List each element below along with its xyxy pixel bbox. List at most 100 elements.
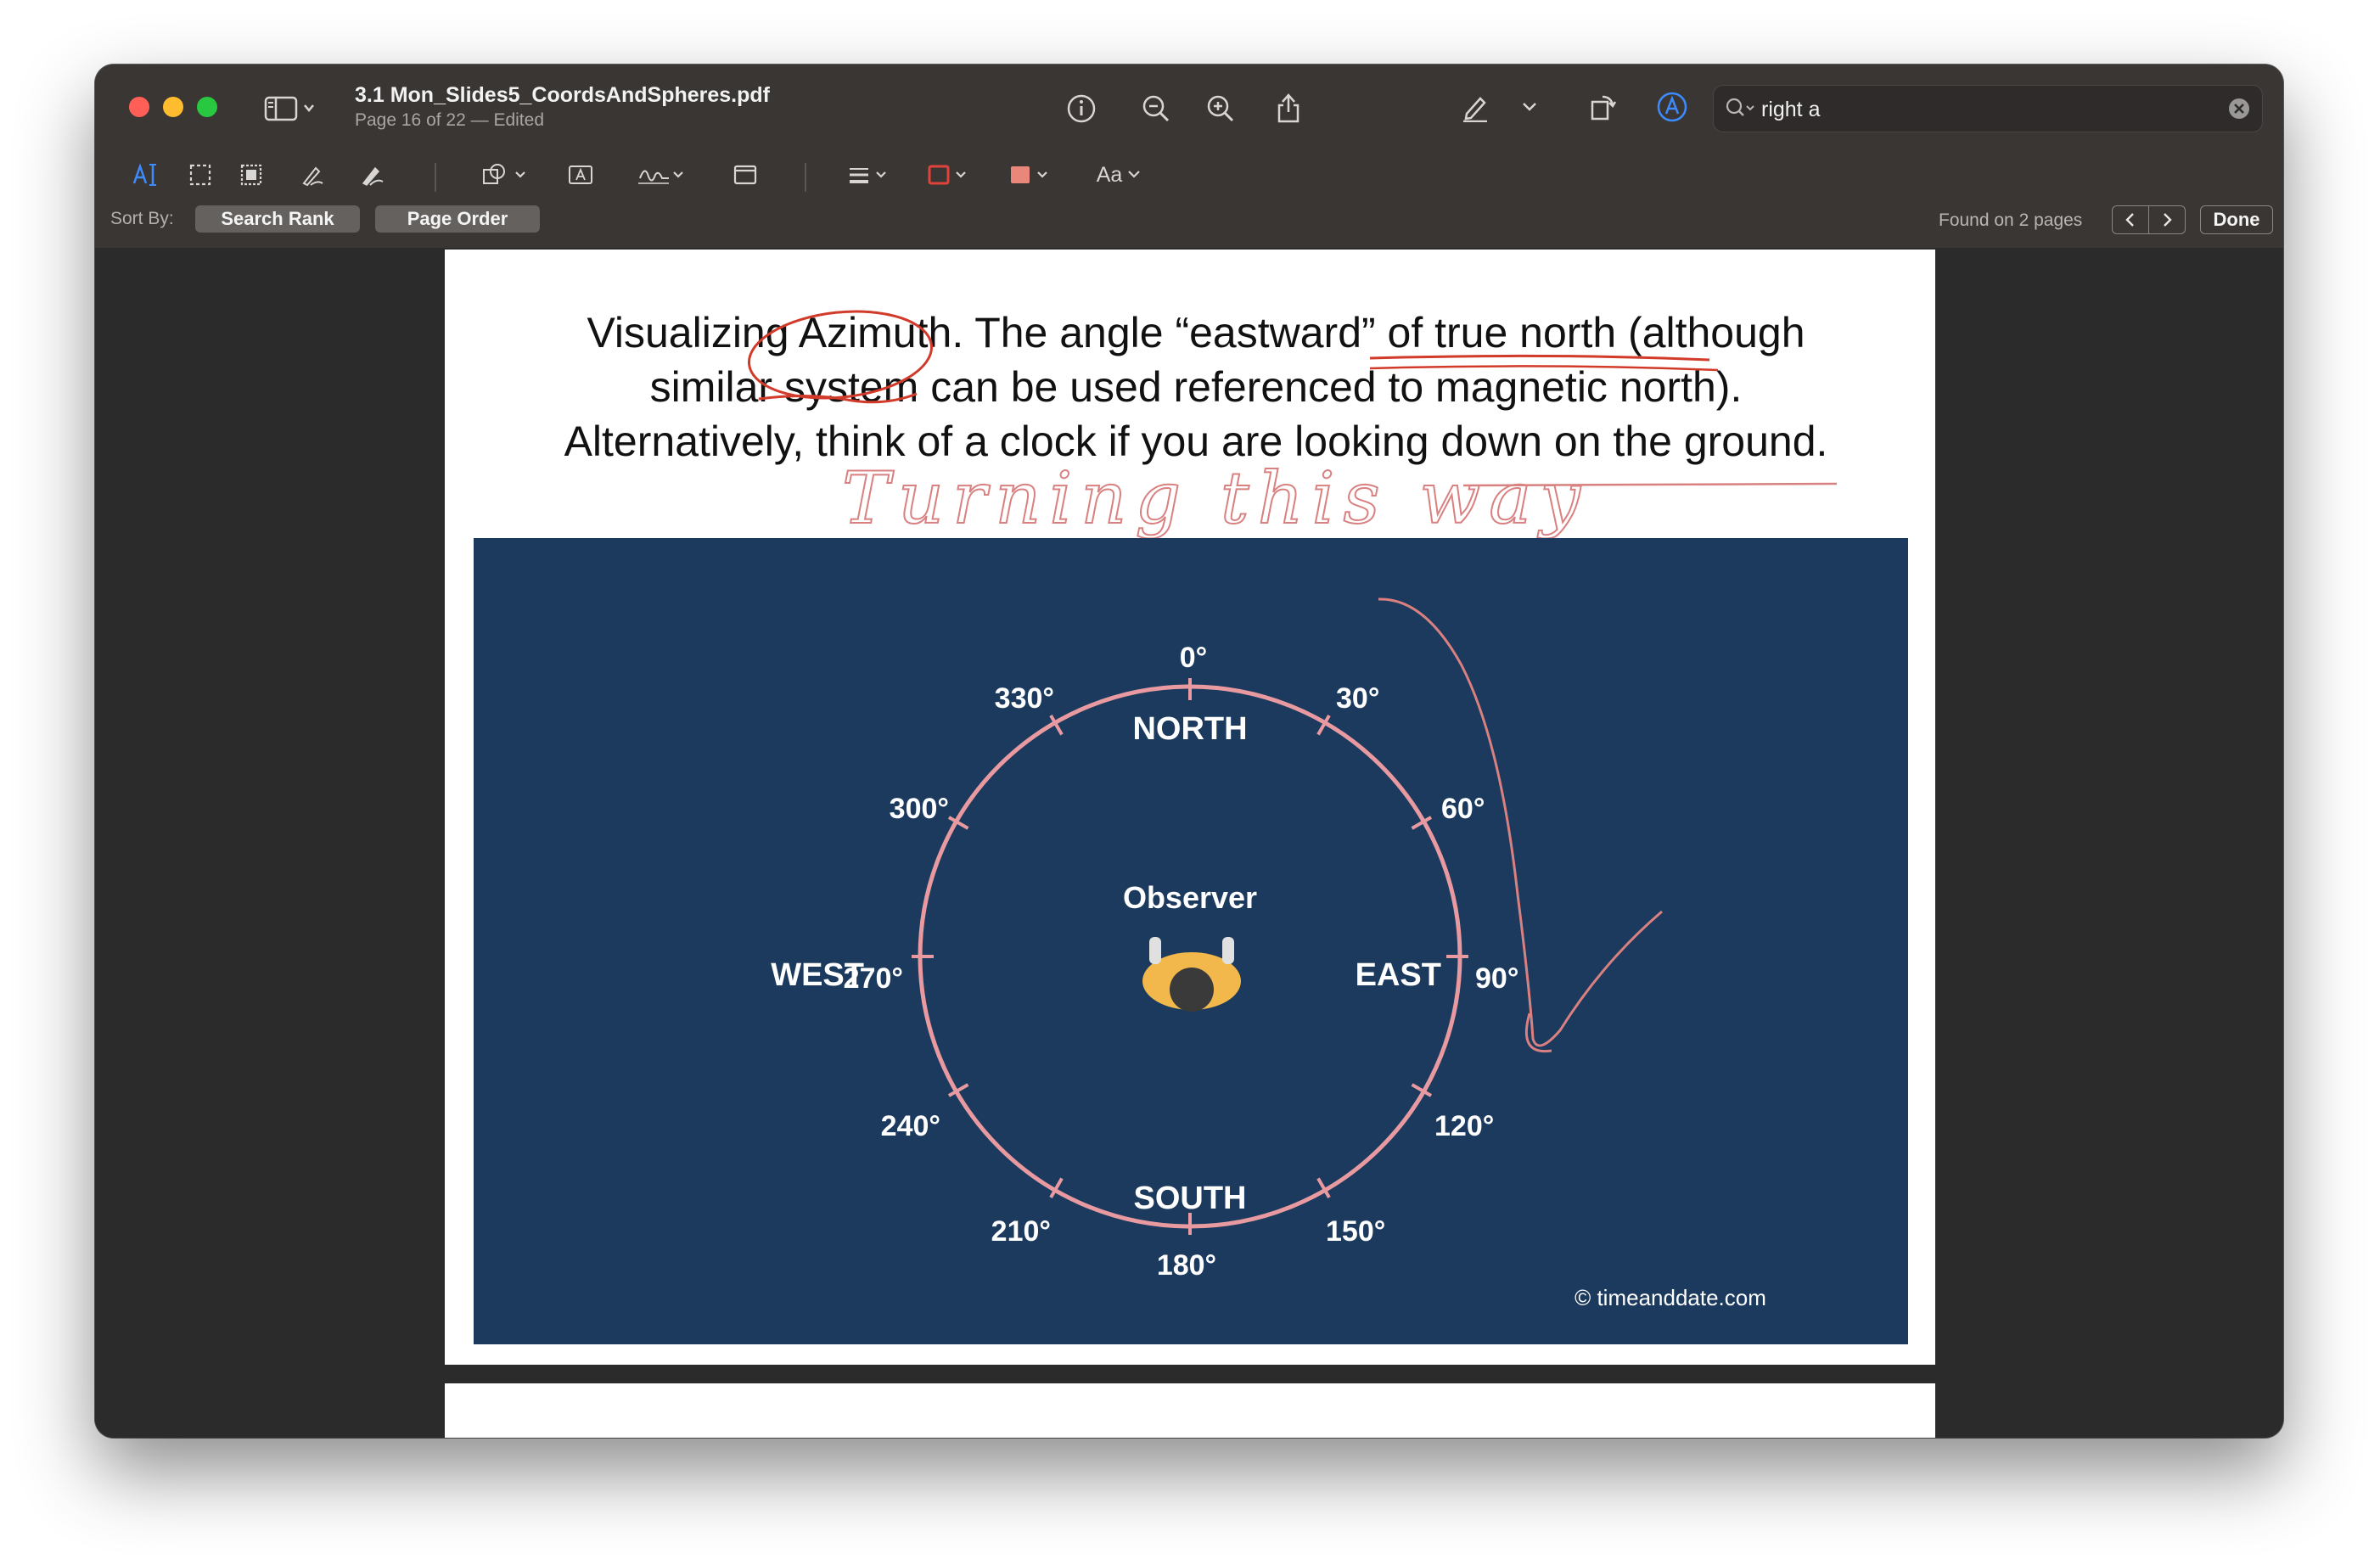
- minimize-window-button[interactable]: [163, 97, 183, 117]
- degree-tick: [1411, 1083, 1433, 1097]
- line-style-icon: [850, 168, 886, 183]
- highlight-button[interactable]: [1458, 90, 1492, 124]
- degree-tick: [1049, 1177, 1064, 1199]
- circle-annotation: [747, 310, 934, 400]
- heading-line-1: Visualizing Azimuth. The angle “eastward…: [479, 306, 1913, 360]
- document-subtitle: Page 16 of 22 — Edited: [355, 110, 544, 130]
- north-label: NORTH: [1132, 711, 1247, 747]
- east-label: EAST: [1356, 957, 1441, 993]
- chevron-right-icon: [2164, 213, 2172, 227]
- text-style-label: Aa: [1096, 162, 1123, 187]
- chevron-down-icon: [1523, 103, 1536, 111]
- zoom-in-icon: [1207, 95, 1234, 122]
- sketch-tool[interactable]: [295, 158, 329, 192]
- degree-label: 150°: [1326, 1215, 1385, 1248]
- degree-label: 90°: [1475, 962, 1518, 995]
- document-view[interactable]: Visualizing Azimuth. The angle “eastward…: [95, 248, 2283, 1438]
- draw-icon: [362, 166, 384, 186]
- heading-text: . The angle “eastward” of true north (al…: [951, 309, 1805, 356]
- info-button[interactable]: [1064, 92, 1098, 126]
- hand-drawn-arrow: [1378, 597, 1663, 1047]
- done-button[interactable]: Done: [2200, 205, 2273, 234]
- degree-ticks: [912, 678, 1468, 1235]
- toolbar-divider: [805, 163, 806, 192]
- text-box-icon: [569, 165, 592, 184]
- highlight-pen-icon: [1463, 97, 1487, 122]
- page-layout-tool[interactable]: [728, 158, 762, 192]
- image-credit: © timeanddate.com: [1575, 1285, 1766, 1310]
- found-pages-count: Found on 2 pages: [1939, 210, 2083, 230]
- share-button[interactable]: [1271, 88, 1305, 126]
- search-field[interactable]: right a: [1713, 85, 2263, 132]
- border-color-button[interactable]: [925, 158, 976, 192]
- sort-search-rank-button[interactable]: Search Rank: [195, 205, 360, 233]
- south-label: SOUTH: [1134, 1181, 1247, 1216]
- text-style-button[interactable]: Aa: [1093, 158, 1146, 192]
- observer-label: Observer: [1123, 880, 1257, 915]
- text-box-tool[interactable]: [564, 158, 598, 192]
- draw-tool[interactable]: [355, 158, 389, 192]
- west-label: WEST: [771, 957, 864, 993]
- degree-label: 270°: [844, 962, 903, 995]
- zoom-out-button[interactable]: [1139, 92, 1173, 126]
- border-color-icon: [928, 165, 966, 185]
- degree-label: 330°: [995, 682, 1054, 715]
- share-icon: [1277, 93, 1299, 123]
- fill-color-icon: [1011, 166, 1047, 183]
- hand-drawn-arrowhead: [1524, 1012, 1552, 1053]
- degree-label: 180°: [1157, 1249, 1216, 1282]
- degree-tick: [947, 816, 969, 830]
- close-window-button[interactable]: [129, 97, 149, 117]
- shapes-icon: [483, 164, 525, 184]
- slide-heading: Visualizing Azimuth. The angle “eastward…: [479, 306, 1913, 468]
- signature-tool[interactable]: [635, 158, 691, 192]
- markup-button[interactable]: [1655, 90, 1689, 124]
- chevron-left-icon: [2125, 213, 2134, 227]
- observer-icon: [1142, 937, 1241, 1012]
- rect-selection-tool[interactable]: [183, 158, 217, 192]
- rotate-button[interactable]: [1586, 90, 1619, 124]
- degree-tick: [1411, 816, 1433, 830]
- chevron-down-icon: [1128, 171, 1141, 178]
- zoom-in-button[interactable]: [1204, 92, 1238, 126]
- shapes-tool[interactable]: [479, 158, 533, 192]
- ink-annotations: Turning this way: [747, 310, 1838, 541]
- search-icon: [1726, 98, 1754, 116]
- degree-label: 300°: [890, 793, 949, 825]
- heading-line-2: similar system can be used referenced to…: [649, 363, 1743, 411]
- heading-line-3: Alternatively, think of a clock if you a…: [564, 418, 1828, 465]
- pdf-page-next: [445, 1383, 1935, 1438]
- info-icon: [1067, 94, 1096, 123]
- degree-label: 60°: [1441, 793, 1485, 825]
- highlight-options-button[interactable]: [1519, 97, 1540, 117]
- azimuth-figure: Observer NORTH WEST EAST SOUTH 0° 30° 60…: [474, 538, 1908, 1344]
- next-result-button[interactable]: [2148, 205, 2186, 234]
- sidebar-toggle-button[interactable]: [261, 93, 321, 124]
- fill-color-button[interactable]: [1007, 158, 1058, 192]
- previous-result-button[interactable]: [2112, 205, 2149, 234]
- rotate-icon: [1591, 95, 1617, 121]
- degree-label: 240°: [881, 1110, 940, 1142]
- text-cursor-icon: [132, 163, 156, 186]
- zoom-window-button[interactable]: [197, 97, 217, 117]
- sort-page-order-button[interactable]: Page Order: [375, 205, 540, 233]
- handwritten-note: Turning this way: [842, 457, 1589, 540]
- shape-style-button[interactable]: [845, 158, 896, 192]
- sort-by-label: Sort By:: [110, 209, 174, 228]
- compass-diagram: Observer NORTH WEST EAST SOUTH 0° 30° 60…: [771, 597, 1766, 1310]
- text-selection-tool[interactable]: [129, 158, 166, 192]
- clear-search-icon[interactable]: [2228, 98, 2250, 120]
- instant-alpha-tool[interactable]: [234, 158, 268, 192]
- preview-window: 3.1 Mon_Slides5_CoordsAndSpheres.pdf Pag…: [95, 65, 2283, 1438]
- sidebar-icon: [264, 96, 314, 121]
- window-icon: [733, 165, 757, 185]
- pdf-page: Visualizing Azimuth. The angle “eastward…: [445, 250, 1935, 1365]
- degree-tick: [1316, 1177, 1331, 1199]
- degree-label: 30°: [1336, 682, 1379, 715]
- annotation-tail: [1462, 482, 1838, 487]
- toolbar: 3.1 Mon_Slides5_CoordsAndSpheres.pdf Pag…: [95, 65, 2283, 249]
- degree-label: 0°: [1180, 642, 1208, 674]
- strike-annotation: [758, 392, 918, 404]
- degree-tick: [1316, 714, 1331, 736]
- instant-alpha-icon: [240, 164, 262, 186]
